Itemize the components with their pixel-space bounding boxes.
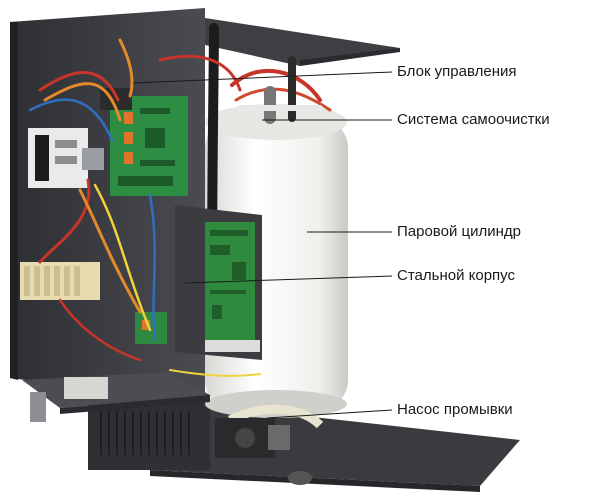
top-plate <box>205 18 400 66</box>
flush-pump <box>215 404 324 458</box>
contactor <box>28 128 104 188</box>
leader-control-unit <box>132 71 393 84</box>
label-flush-pump: Насос промывки <box>397 401 513 418</box>
control-board <box>100 88 188 196</box>
terminal-block <box>20 262 167 344</box>
label-steam-cylinder: Паровой цилиндр <box>397 223 521 240</box>
label-control-unit: Блок управления <box>397 63 517 80</box>
label-steel-housing: Стальной корпус <box>397 267 515 284</box>
leader-steel-housing <box>184 275 393 284</box>
leader-lines <box>132 71 393 419</box>
leader-flush-pump <box>266 409 393 419</box>
wiring <box>28 38 261 377</box>
label-self-cleaning: Система самоочистки <box>397 111 550 128</box>
steel-housing-panel <box>175 205 262 360</box>
